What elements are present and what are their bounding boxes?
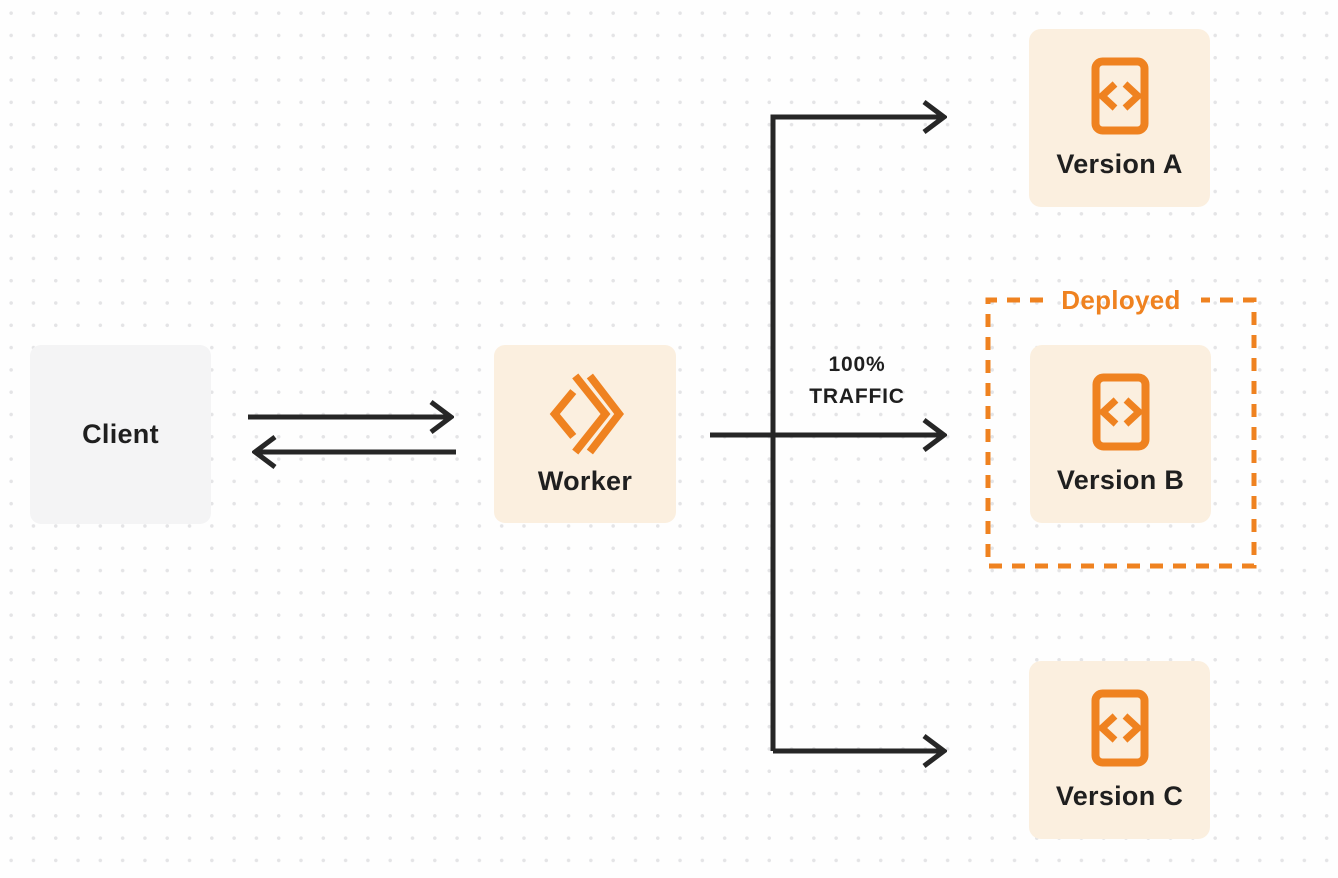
- code-file-icon: [1091, 689, 1148, 766]
- version-b-node: Version B: [1030, 345, 1211, 523]
- traffic-label: 100% TRAFFIC: [775, 349, 939, 413]
- workers-logo-icon: [549, 373, 624, 454]
- worker-node: Worker: [494, 345, 676, 523]
- deployed-label: Deployed: [1061, 285, 1181, 315]
- version-b-label: Version B: [1056, 464, 1185, 495]
- code-file-icon: [1091, 57, 1148, 134]
- client-node: Client: [30, 345, 211, 524]
- traffic-word: TRAFFIC: [809, 385, 905, 408]
- traffic-percent: 100%: [828, 353, 886, 376]
- version-c-node: Version C: [1029, 661, 1210, 839]
- version-c-label: Version C: [1055, 780, 1184, 811]
- version-a-label: Version A: [1056, 148, 1183, 179]
- worker-to-version-a-arrow: [770, 117, 943, 751]
- worker-label: Worker: [537, 465, 633, 496]
- code-file-icon: [1092, 373, 1149, 450]
- client-label: Client: [82, 419, 159, 449]
- version-a-node: Version A: [1029, 29, 1210, 207]
